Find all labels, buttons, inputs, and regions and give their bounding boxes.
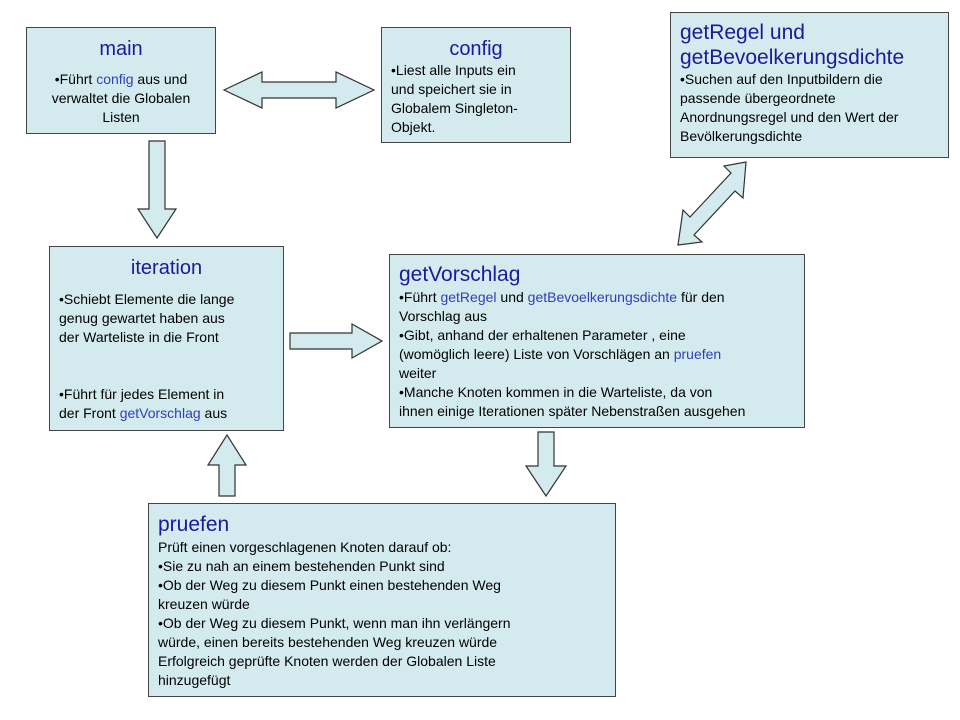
getvorschlag-reference: getVorschlag xyxy=(119,405,201,421)
iteration-to-getvorschlag-arrow xyxy=(289,322,384,360)
getregel-reference: getRegel xyxy=(440,289,497,305)
config-box: config •Liest alle Inputs ein und speich… xyxy=(381,27,571,143)
pruefen-box: pruefen Prüft einen vorgeschlagenen Knot… xyxy=(148,503,616,697)
getregel-title: getRegel und getBevoelkerungsdichte xyxy=(680,21,905,69)
main-description: •Führt config aus und verwaltet die Glob… xyxy=(51,71,191,125)
main-to-iteration-arrow xyxy=(136,140,178,240)
getvorschlag-to-pruefen-arrow xyxy=(524,431,568,498)
main-box: main •Führt config aus und verwaltet die… xyxy=(26,27,216,134)
main-config-double-arrow xyxy=(222,71,376,109)
getregel-box: getRegel und getBevoelkerungsdichte •Suc… xyxy=(670,12,949,158)
getvorschlag-description: •Führt getRegel und getBevoelkerungsdich… xyxy=(399,289,746,419)
getbevoelkerungsdichte-reference: getBevoelkerungsdichte xyxy=(527,289,678,305)
getvorschlag-getregel-double-arrow xyxy=(677,161,747,246)
getvorschlag-box: getVorschlag •Führt getRegel und getBevo… xyxy=(389,254,805,428)
getregel-description: •Suchen auf den Inputbildern die passend… xyxy=(680,71,899,144)
iteration-box: iteration •Schiebt Elemente die lange ge… xyxy=(49,246,284,431)
iteration-title: iteration xyxy=(130,257,203,279)
pruefen-title: pruefen xyxy=(158,513,230,536)
getvorschlag-title: getVorschlag xyxy=(399,263,521,286)
pruefen-reference: pruefen xyxy=(673,346,722,362)
config-reference: config xyxy=(96,71,134,87)
config-description: •Liest alle Inputs ein und speichert sie… xyxy=(391,62,518,135)
main-title: main xyxy=(99,38,143,60)
pruefen-to-iteration-arrow xyxy=(206,433,248,497)
config-title: config xyxy=(449,38,503,60)
pruefen-description: Prüft einen vorgeschlagenen Knoten darau… xyxy=(158,539,511,688)
iteration-description: •Schiebt Elemente die lange genug gewart… xyxy=(59,291,235,421)
